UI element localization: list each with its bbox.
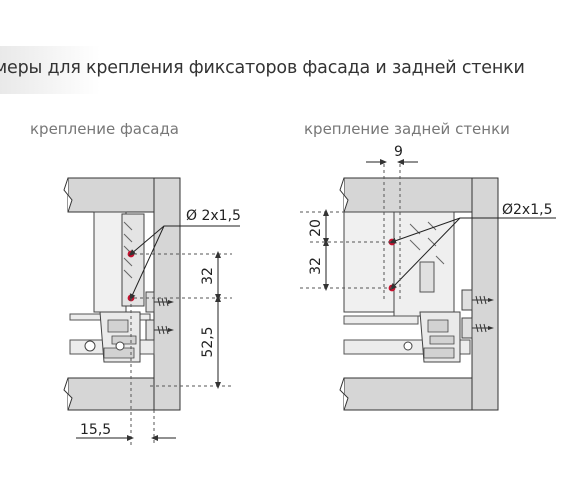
back-mount-diagram: 9 20 32 Ø2x1,5 (300, 144, 556, 411)
drawer-side (93, 211, 127, 313)
caption-front-mount: крепление фасада (30, 120, 180, 138)
title-banner (0, 46, 100, 94)
dim-bottom: 52,5 (200, 326, 216, 357)
dim-top: 9 (394, 144, 403, 160)
screw-icon (145, 291, 174, 313)
bottom-panel (67, 377, 155, 411)
back-panel (471, 177, 499, 411)
bottom-panel (343, 377, 473, 411)
screw-icon (461, 317, 494, 339)
caption-back-mount: крепление задней стенки (304, 120, 510, 138)
screw-icon (461, 289, 494, 311)
hole-diameter-label: Ø 2x1,5 (186, 208, 241, 224)
dim-offset: 15,5 (80, 422, 111, 438)
top-panel (67, 177, 155, 213)
top-panel (343, 177, 473, 213)
page-title: меры для крепления фиксаторов фасада и з… (0, 58, 525, 78)
dim-first-hole: 20 (308, 219, 324, 237)
screw-icon (145, 319, 174, 341)
front-panel (153, 177, 181, 411)
front-mount-diagram: Ø 2x1,5 32 52,5 15,5 (63, 177, 241, 446)
hole-diameter-label: Ø2x1,5 (502, 202, 552, 218)
dim-hole-spacing: 32 (200, 267, 216, 285)
dim-hole-spacing: 32 (308, 257, 324, 275)
